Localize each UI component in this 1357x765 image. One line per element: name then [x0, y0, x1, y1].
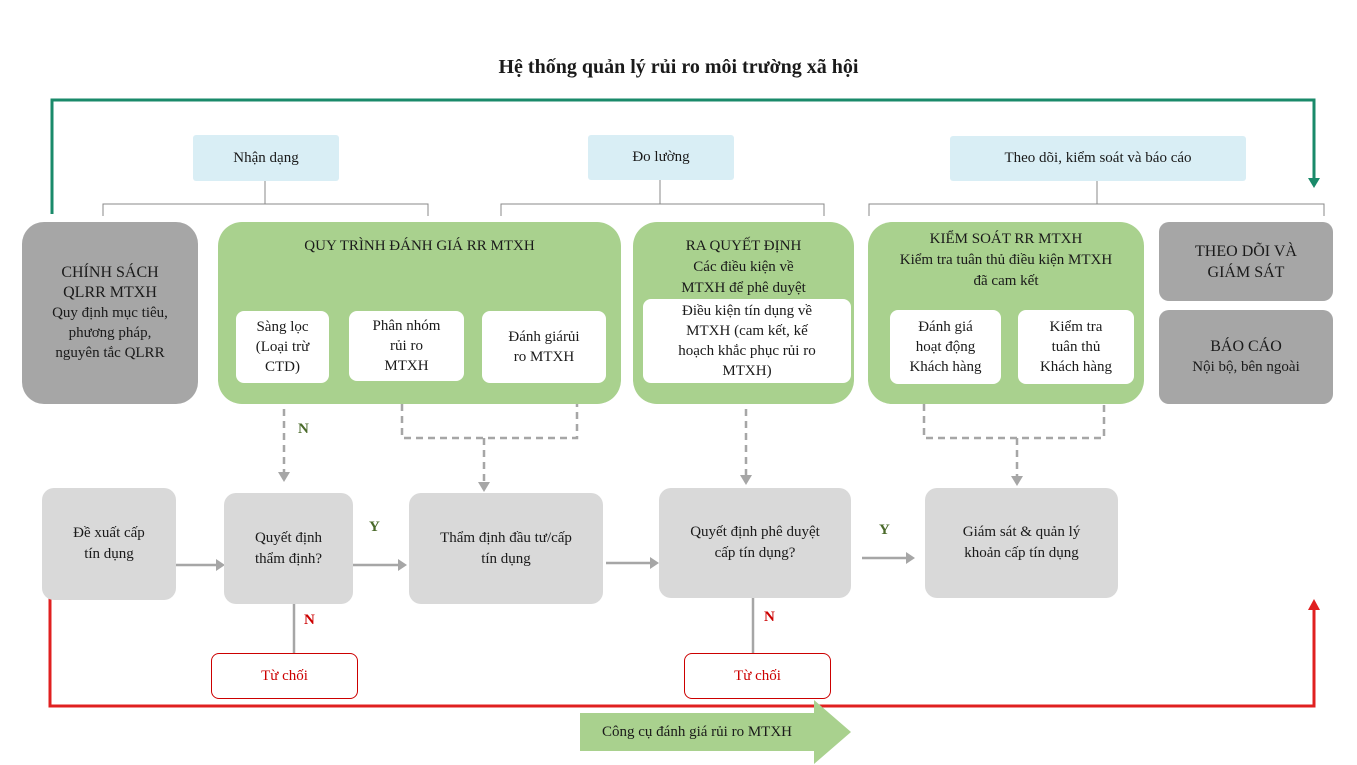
label-yes-appraise: Y	[369, 519, 380, 535]
appraisal-line-1: Thẩm định đầu tư/cấp	[440, 529, 572, 546]
policy-desc-2: phương pháp,	[68, 325, 152, 341]
page-title: Hệ thống quản lý rủi ro môi trường xã hộ…	[498, 56, 859, 78]
monitoring-line-2: GIÁM SÁT	[1207, 263, 1285, 281]
approve-decision-line-2: cấp tín dụng?	[714, 545, 796, 561]
assessment-tool-label: Công cụ đánh giá rủi ro MTXH	[602, 723, 792, 740]
control-title: KIỂM SOÁT RR MTXH	[929, 231, 1083, 247]
supervise-line-2: khoản cấp tín dụng	[964, 545, 1079, 561]
grouping-line-1: Phân nhóm	[372, 318, 441, 334]
reporting-desc: Nội bộ, bên ngoài	[1192, 359, 1300, 375]
conditions-line-4: MTXH)	[722, 363, 772, 379]
evaluate-box: Đánh giárủi ro MTXH	[482, 311, 606, 383]
compliance-line-3: Khách hàng	[1039, 359, 1113, 375]
conditions-line-2: MTXH (cam kết, kế	[686, 323, 808, 339]
appraise-decision-line-2: thẩm định?	[254, 550, 323, 567]
appraise-decision-line-1: Quyết định	[254, 529, 323, 546]
label-no-screening: N	[298, 421, 309, 437]
credit-proposal-step: Đề xuất cấp tín dụng	[42, 488, 176, 600]
arrowhead-dash-3	[740, 475, 752, 485]
reject-box-1: Từ chối	[211, 653, 358, 699]
control-box: KIỂM SOÁT RR MTXH Kiểm tra tuân thủ điều…	[868, 222, 1144, 404]
feedback-loop-line	[48, 598, 1316, 708]
compliance-check-box: Kiểm tra tuân thủ Khách hàng	[1018, 310, 1134, 384]
policy-desc-1: Quy định mục tiêu,	[52, 305, 168, 321]
decision-subtitle-2: MTXH để phê duyệt	[681, 280, 806, 296]
monitoring-line-1: THEO DÕI VÀ	[1195, 242, 1297, 260]
arrowhead-dash-4	[1011, 476, 1023, 486]
activity-line-2: hoạt động	[915, 339, 976, 355]
arrowhead-flow-1	[216, 559, 225, 571]
reject-box-2: Từ chối	[684, 653, 831, 699]
proposal-line-1: Đề xuất cấp	[73, 525, 145, 541]
arrowhead-flow-2	[398, 559, 407, 571]
arrowhead-dash-2	[478, 482, 490, 492]
header-measure: Đo lường	[588, 135, 734, 180]
bracket-identify	[102, 180, 429, 216]
control-subtitle-1: Kiểm tra tuân thủ điều kiện MTXH	[899, 252, 1113, 268]
arrowhead-flow-3	[650, 557, 659, 569]
feedback-loop-arrowhead	[1308, 599, 1320, 610]
screening-line-2: (Loại trừ	[255, 339, 310, 355]
grouping-line-3: MTXH	[384, 358, 429, 374]
activity-eval-box: Đánh giá hoạt động Khách hàng	[890, 310, 1001, 384]
compliance-line-2: tuân thủ	[1051, 339, 1101, 355]
conditions-line-1: Điều kiện tín dụng về	[682, 303, 812, 319]
bracket-monitor	[868, 180, 1325, 216]
approval-decision-step: Quyết định phê duyệt cấp tín dụng?	[659, 488, 851, 598]
appraisal-step: Thẩm định đầu tư/cấp tín dụng	[409, 493, 603, 604]
evaluate-line-2: ro MTXH	[513, 349, 575, 365]
assessment-process-box: QUY TRÌNH ĐÁNH GIÁ RR MTXH Sàng lọc (Loạ…	[218, 222, 621, 404]
label-no-approve: N	[764, 609, 775, 625]
tool-arrow-shape	[580, 700, 851, 764]
policy-title-2: QLRR MTXH	[63, 284, 157, 301]
screening-line-3: CTD)	[265, 359, 300, 375]
activity-line-3: Khách hàng	[909, 359, 982, 375]
label-no-appraise: N	[304, 612, 315, 628]
arrowhead-flow-4	[906, 552, 915, 564]
control-subtitle-2: đã cam kết	[973, 273, 1039, 289]
evaluate-line-1: Đánh giárủi	[508, 329, 580, 345]
approve-decision-line-1: Quyết định phê duyệt	[690, 524, 820, 540]
policy-title-1: CHÍNH SÁCH	[61, 264, 159, 281]
appraisal-line-2: tín dụng	[481, 550, 531, 567]
supervision-step: Giám sát & quản lý khoản cấp tín dụng	[925, 488, 1118, 598]
screening-line-1: Sàng lọc	[256, 319, 309, 335]
compliance-line-1: Kiểm tra	[1049, 319, 1103, 335]
policy-box: CHÍNH SÁCH QLRR MTXH Quy định mục tiêu, …	[22, 222, 198, 404]
decision-box: RA QUYẾT ĐỊNH Các điều kiện về MTXH để p…	[633, 222, 854, 404]
decision-subtitle-1: Các điều kiện về	[693, 259, 794, 275]
screening-box: Sàng lọc (Loại trừ CTD)	[236, 311, 329, 383]
dashed-control-merge	[922, 380, 1106, 440]
policy-desc-3: nguyên tắc QLRR	[55, 345, 165, 361]
grouping-line-2: rủi ro	[390, 338, 423, 354]
policy-loop-arrowhead	[1308, 178, 1320, 188]
reporting-box: BÁO CÁO Nội bộ, bên ngoài	[1159, 310, 1333, 404]
header-identify: Nhận dạng	[193, 135, 339, 181]
dashed-group-eval-merge	[400, 380, 579, 440]
supervise-line-1: Giám sát & quản lý	[962, 524, 1081, 540]
activity-line-1: Đánh giá	[918, 319, 973, 335]
grouping-box: Phân nhóm rủi ro MTXH	[349, 311, 464, 381]
appraisal-decision-step: Quyết định thẩm định?	[224, 493, 353, 604]
policy-loop-arrow	[50, 98, 1316, 214]
header-monitor: Theo dõi, kiểm soát và báo cáo	[950, 136, 1246, 181]
reporting-title: BÁO CÁO	[1210, 338, 1282, 355]
arrowhead-dash-1	[278, 472, 290, 482]
proposal-line-2: tín dụng	[84, 546, 134, 562]
bracket-measure	[500, 180, 825, 216]
decision-title: RA QUYẾT ĐỊNH	[685, 238, 802, 254]
credit-conditions-box: Điều kiện tín dụng về MTXH (cam kết, kế …	[643, 299, 851, 383]
monitoring-box: THEO DÕI VÀ GIÁM SÁT	[1159, 222, 1333, 301]
assessment-title: QUY TRÌNH ĐÁNH GIÁ RR MTXH	[304, 238, 535, 254]
conditions-line-3: hoạch khắc phục rủi ro	[678, 343, 816, 359]
label-yes-approve: Y	[879, 522, 890, 538]
